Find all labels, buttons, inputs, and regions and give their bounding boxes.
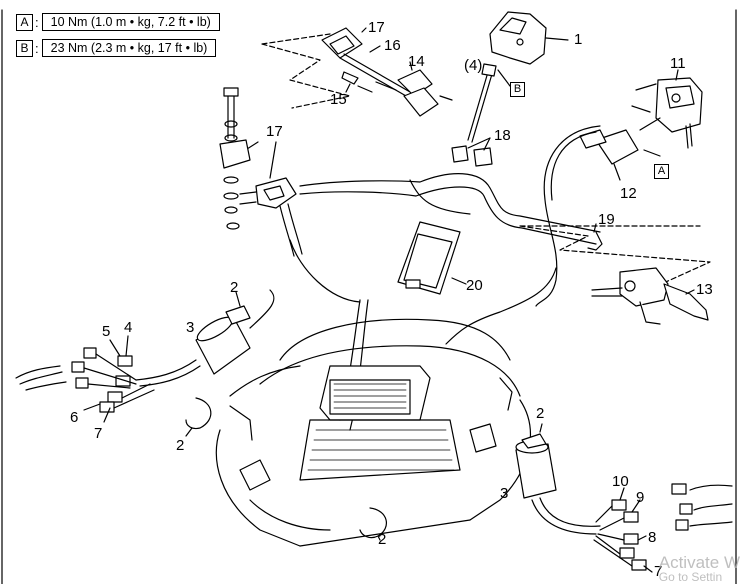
left-connectors (15, 347, 155, 413)
part-19-handlebar (299, 173, 603, 251)
callout-12: 12 (620, 185, 637, 202)
leader-2-left (235, 291, 241, 307)
callout-15: 15 (330, 91, 347, 108)
part-3-left-cylinder (195, 305, 251, 375)
part-11-screws (631, 83, 657, 113)
torque-key-a: A (16, 13, 33, 31)
callout-1: 1 (574, 31, 583, 48)
callout-3-left: 3 (186, 319, 195, 336)
leader-17-top (361, 27, 367, 33)
torque-spec-b: 23 Nm (2.3 m • kg, 17 ft • lb) (41, 39, 217, 57)
leader-12 (613, 163, 621, 181)
right-connectors (593, 483, 733, 571)
part-11-right-switch (655, 77, 703, 149)
callout-4: 4 (124, 319, 133, 336)
callout-17-top: 17 (368, 19, 385, 36)
part-18-holders (451, 145, 493, 167)
left-harness (135, 359, 201, 387)
leader-9 (631, 499, 641, 513)
callout-20: 20 (466, 277, 483, 294)
throttle-cable-2 (550, 131, 597, 201)
activation-watermark: Activate W Go to Settin (658, 552, 740, 584)
wire-right-center (445, 267, 557, 345)
callout-2-right: 2 (536, 405, 545, 422)
callout-2-clip-lower: 2 (378, 531, 387, 548)
torque-spec-b-row: B : 23 Nm (2.3 m • kg, 17 ft • lb) (16, 38, 217, 58)
radiator-fins (307, 383, 455, 471)
leader-20 (451, 277, 467, 285)
callout-2-clip-left: 2 (176, 437, 185, 454)
leader-2-clip-lower (377, 535, 381, 541)
callout-19: 19 (598, 211, 615, 228)
callout-10: 10 (612, 473, 629, 490)
throttle-cable (535, 125, 601, 307)
part-17-switch-top (321, 27, 425, 105)
callout-5: 5 (102, 323, 111, 340)
leader-19 (593, 223, 597, 233)
callout-9: 9 (636, 489, 645, 506)
leader-4 (125, 335, 129, 357)
leader-10-right (619, 487, 625, 501)
part-15-screws (341, 71, 373, 93)
zigzag-leader-top (261, 33, 351, 109)
torque-spec-a: 10 Nm (1.0 m • kg, 7.2 ft • lb) (41, 13, 220, 31)
center-cowling (215, 318, 531, 547)
leader-18b (483, 137, 491, 151)
leader-7-right (643, 565, 653, 573)
torque-mark-b: B (510, 82, 525, 97)
torque-colon-b: : (35, 40, 39, 56)
leader-8 (637, 535, 647, 541)
leader-17-left-b (269, 141, 277, 179)
leader-18a (467, 137, 491, 149)
torque-spec-a-row: A : 10 Nm (1.0 m • kg, 7.2 ft • lb) (16, 12, 220, 32)
watermark-line-2: Go to Settin (658, 570, 723, 584)
watermark-line-1: Activate W (658, 552, 740, 572)
part-1-cover (489, 11, 547, 65)
callout-7-right: 7 (654, 563, 663, 580)
torque-mark-a: A (654, 164, 669, 179)
leader-14 (409, 61, 413, 71)
part-4-bolt (467, 63, 511, 143)
leader-2-right (539, 423, 543, 433)
part-13-brake-lever (591, 267, 709, 325)
leader-5 (109, 339, 121, 357)
right-harness (531, 497, 601, 535)
leader-11 (675, 69, 679, 81)
callout-14: 14 (408, 53, 425, 70)
leader-13 (685, 289, 695, 295)
leader-2-clip-left (185, 427, 193, 437)
leader-7-left (103, 407, 111, 423)
part-17-switch-left (255, 177, 303, 257)
part-12-throttle-clamp (579, 117, 661, 165)
callout-3-right: 3 (500, 485, 509, 502)
leader-16 (369, 45, 381, 53)
callout-18: 18 (494, 127, 511, 144)
left-bolt-stack (219, 87, 257, 230)
zigzag-leader-right (519, 225, 711, 291)
part-3-right-cylinder (515, 433, 557, 499)
part-2-clip-left (185, 397, 212, 430)
part-20-pad (397, 221, 461, 295)
callout-6: 6 (70, 409, 79, 426)
callout-11: 11 (670, 55, 686, 72)
callout-4-paren: (4) (464, 57, 483, 74)
callout-8: 8 (648, 529, 657, 546)
leader-1 (545, 37, 569, 41)
callout-13: 13 (696, 281, 713, 298)
left-harness-up (249, 289, 275, 329)
torque-colon-a: : (35, 14, 39, 30)
callout-16: 16 (384, 37, 401, 54)
torque-key-b: B (16, 39, 33, 57)
wire-left-center (289, 239, 361, 303)
part-14-clamp (375, 69, 453, 117)
callout-17-left: 17 (266, 123, 283, 140)
leader-6 (83, 403, 101, 411)
callout-7-left: 7 (94, 425, 103, 442)
callout-2-left: 2 (230, 279, 239, 296)
